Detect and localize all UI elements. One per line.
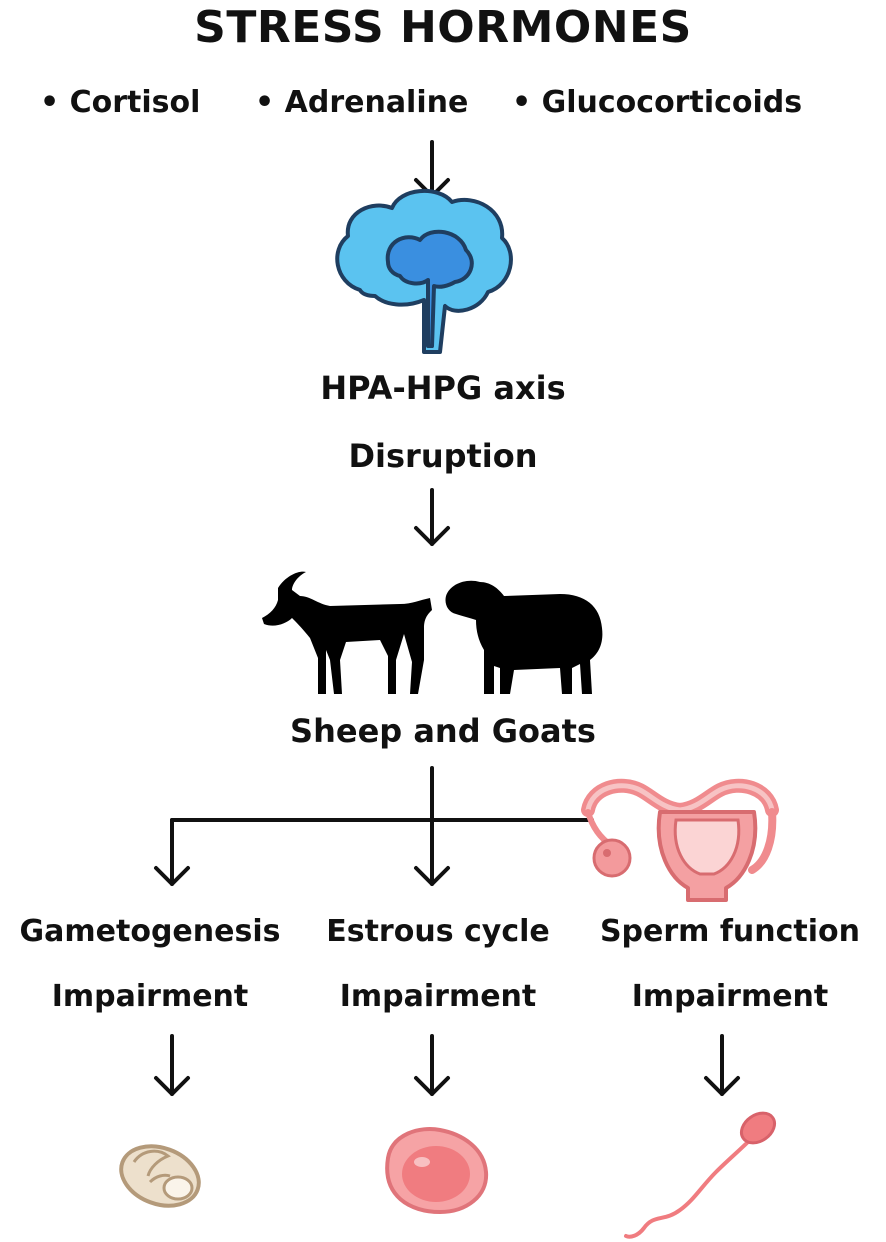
diagram-title: STRESS HORMONES: [194, 2, 692, 53]
arrow-down-estrous: [414, 1034, 450, 1096]
hormone-label: Cortisol: [69, 85, 201, 120]
goat-icon: [262, 571, 432, 694]
branch-gametogenesis-label: Gametogenesis: [19, 914, 281, 949]
disruption-label: Disruption: [348, 437, 538, 475]
axis-label: HPA-HPG axis: [320, 369, 566, 407]
arrow-down-2: [414, 488, 450, 546]
arrow-down-gametogenesis: [154, 1034, 190, 1096]
arrow-down-sperm: [704, 1034, 740, 1096]
oocyte-icon: [119, 1144, 201, 1208]
hormone-label: Glucocorticoids: [541, 85, 803, 120]
branch-gametogenesis-impairment: Impairment: [51, 979, 249, 1014]
ovum-cell-icon: [385, 1127, 489, 1215]
sheep-icon: [445, 580, 603, 694]
branch-estrous-impairment: Impairment: [339, 979, 537, 1014]
branch-sperm-impairment: Impairment: [631, 979, 829, 1014]
arrow-down-1: [414, 140, 450, 198]
branch-connector: [154, 766, 594, 886]
sperm-icon: [624, 1111, 777, 1239]
branch-estrous-label: Estrous cycle: [326, 914, 550, 949]
hormone-item-cortisol: • Cortisol: [40, 85, 201, 120]
hormone-item-glucocorticoids: • Glucocorticoids: [512, 85, 803, 120]
animals-label: Sheep and Goats: [290, 712, 596, 750]
hormone-item-adrenaline: • Adrenaline: [255, 85, 469, 120]
uterus-icon: [581, 778, 779, 902]
hormone-label: Adrenaline: [284, 85, 469, 120]
brain-icon: [335, 189, 513, 354]
branch-sperm-label: Sperm function: [599, 914, 861, 949]
